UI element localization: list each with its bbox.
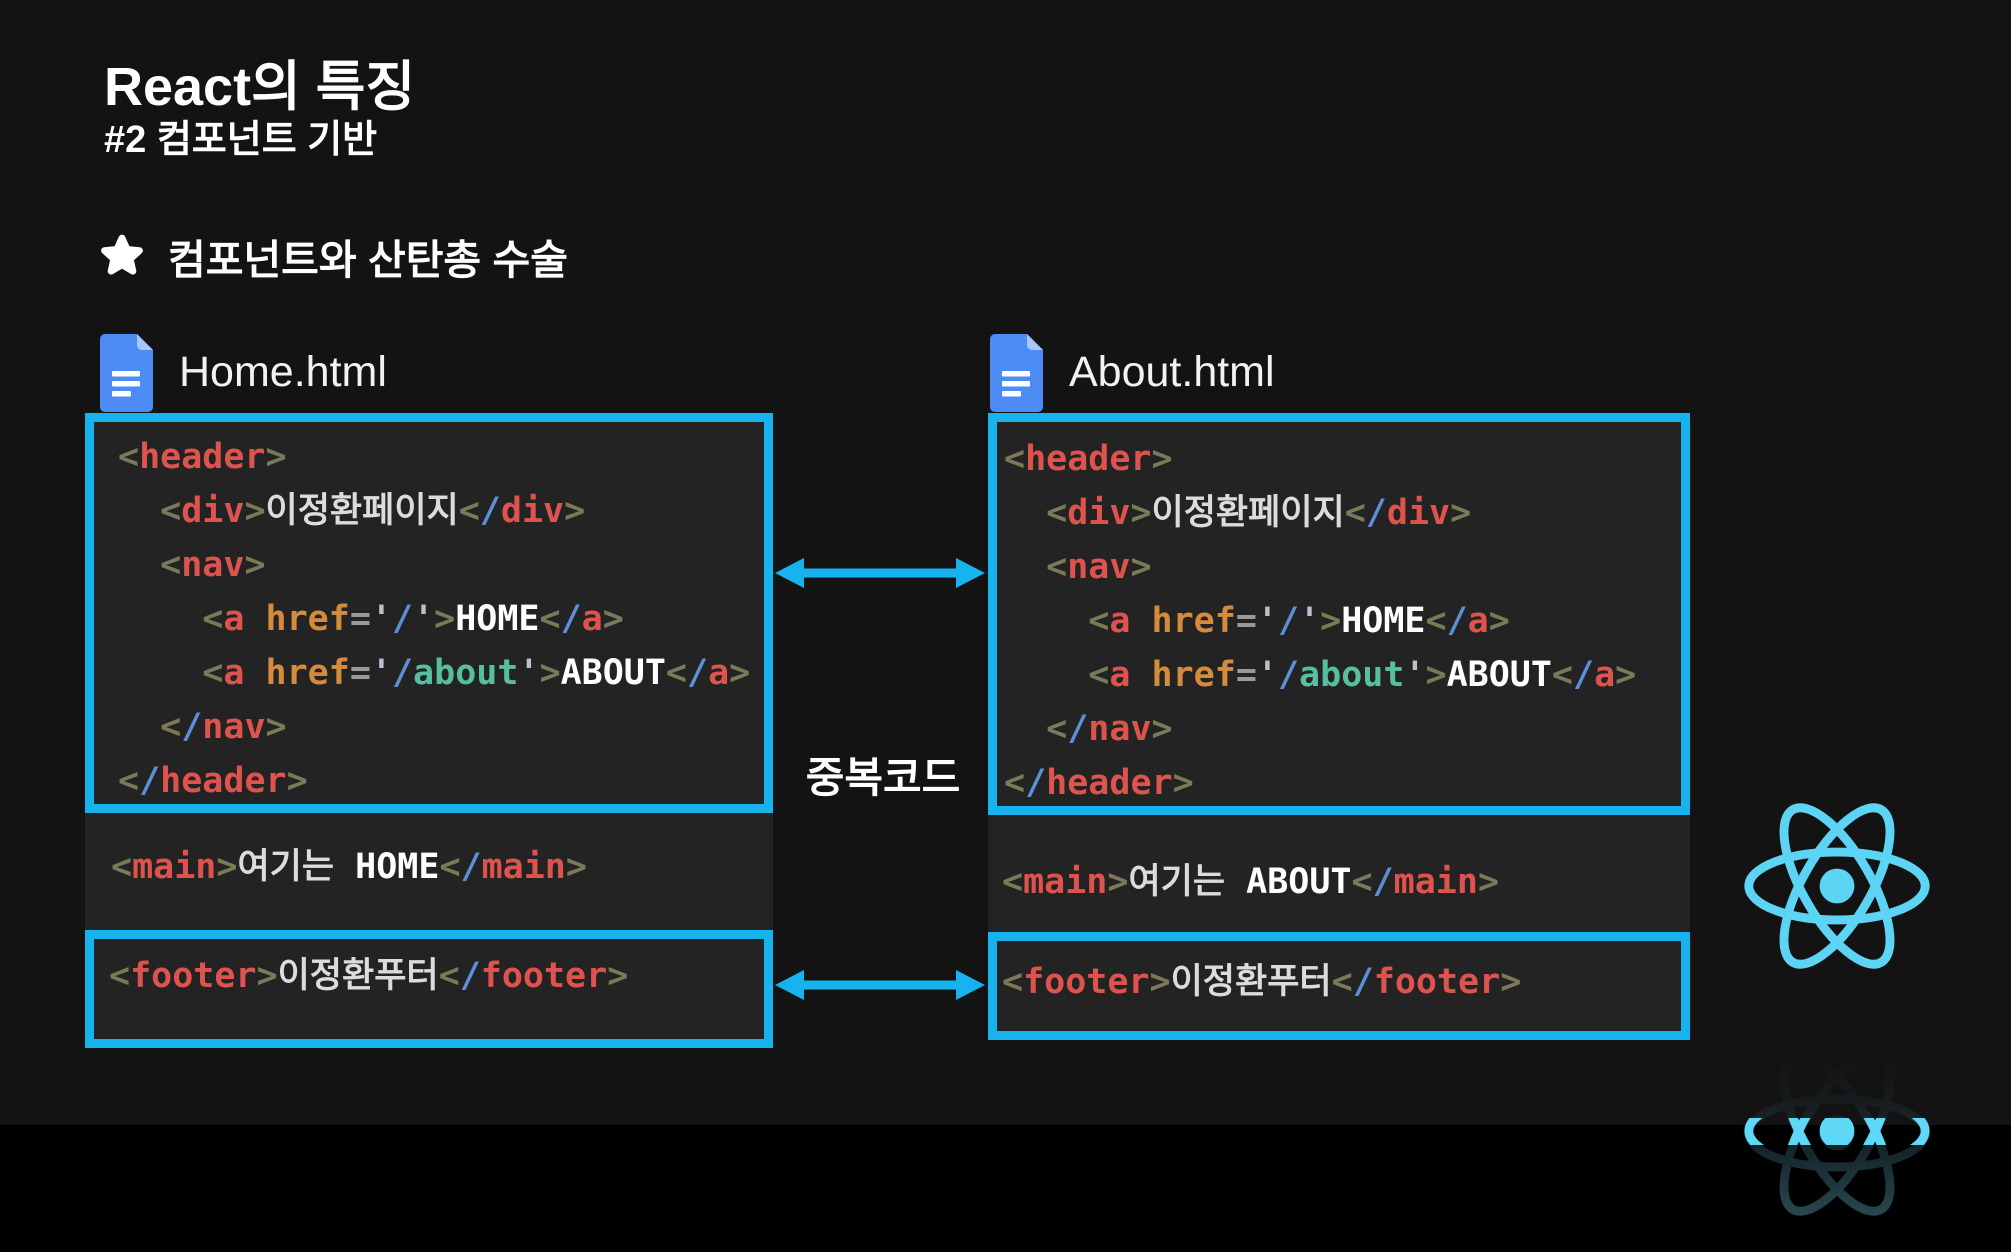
code-line: <nav> (118, 545, 266, 585)
duplicate-arrow-bottom (775, 970, 985, 1000)
file-name: Home.html (179, 348, 387, 396)
header-highlight-box-home: <header> <div>이정환페이지</div> <nav> <a href… (85, 413, 773, 813)
react-logo (1744, 803, 1930, 969)
duplicate-arrow-top (775, 558, 985, 588)
code-line: <div>이정환페이지</div> (1004, 493, 1472, 533)
main-code-home: <main>여기는 HOME</main> (111, 840, 587, 894)
header-code-home: <header> <div>이정환페이지</div> <nav> <a href… (94, 422, 764, 808)
code-line: <header> (1004, 439, 1173, 479)
doc-icon (100, 334, 153, 412)
file-card-about: About.html (990, 334, 1275, 412)
bullet-row: 컴포넌트와 산탄총 수술 (98, 226, 568, 286)
code-line: <main>여기는 ABOUT</main> (1002, 862, 1500, 902)
code-line: </nav> (1004, 709, 1173, 749)
footer-code-about: <footer>이정환푸터</footer> (997, 941, 1681, 1009)
header-highlight-box-about: <header> <div>이정환페이지</div> <nav> <a href… (988, 413, 1690, 815)
code-line: <a href='/'>HOME</a> (118, 599, 624, 639)
code-line: </nav> (118, 707, 287, 747)
react-logo-fragment (1744, 1118, 1930, 1145)
header-code-about: <header> <div>이정환페이지</div> <nav> <a href… (997, 422, 1681, 810)
code-line: </header> (118, 761, 308, 801)
code-line: <footer>이정환푸터</footer> (1002, 962, 1522, 1002)
footer-highlight-box-home: <footer>이정환푸터</footer> (85, 930, 773, 1048)
code-line: <a href='/about'>ABOUT</a> (1004, 655, 1637, 695)
code-panel-home (85, 413, 773, 1048)
code-line: <main>여기는 HOME</main> (111, 847, 587, 887)
code-line: <a href='/about'>ABOUT</a> (118, 653, 751, 693)
doc-icon (990, 334, 1043, 412)
main-code-about: <main>여기는 ABOUT</main> (1002, 855, 1499, 909)
code-line: <footer>이정환푸터</footer> (109, 956, 629, 996)
page-title: React의 특징 (104, 57, 416, 117)
file-name: About.html (1069, 348, 1275, 396)
footer-code-home: <footer>이정환푸터</footer> (94, 939, 764, 1003)
star-icon (101, 234, 143, 275)
duplicate-code-label: 중복코드 (805, 754, 961, 801)
bottom-bar (0, 1125, 2011, 1252)
code-line: <div>이정환페이지</div> (118, 491, 586, 531)
page-subtitle: #2 컴포넌트 기반 (104, 119, 378, 161)
code-line: <a href='/'>HOME</a> (1004, 601, 1510, 641)
code-line: <nav> (1004, 547, 1152, 587)
react-logo-reflection-bright-slice (1737, 1118, 1937, 1145)
code-line: <header> (118, 437, 287, 477)
footer-highlight-box-about: <footer>이정환푸터</footer> (988, 932, 1690, 1040)
file-card-home: Home.html (100, 334, 387, 412)
code-line: </header> (1004, 763, 1194, 803)
bullet-text: 컴포넌트와 산탄총 수술 (168, 237, 568, 283)
